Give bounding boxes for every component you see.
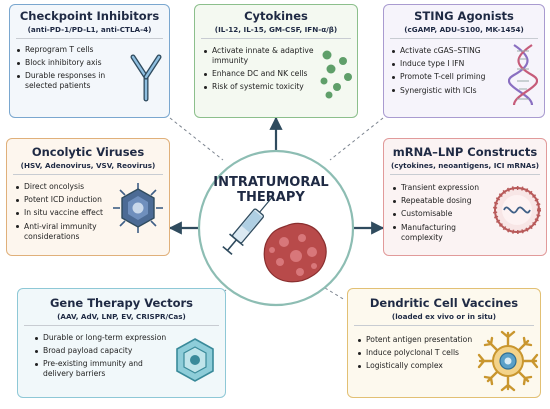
card-subtitle: (cGAMP, ADU-S100, MK-1454) xyxy=(404,25,524,34)
card-gene-therapy-vectors: Gene Therapy Vectors (AAV, AdV, LNP, EV,… xyxy=(17,288,226,398)
list-item: Risk of systemic toxicity xyxy=(204,82,316,92)
dendritic-cell-icon xyxy=(477,330,539,392)
lipid-nanoparticle-icon xyxy=(493,186,541,234)
list-item: Direct oncolysis xyxy=(16,182,114,192)
card-items: Potent antigen presentation Induce polyc… xyxy=(358,335,478,375)
list-item: Broad payload capacity xyxy=(35,346,171,356)
card-title: mRNA–LNP Constructs xyxy=(392,145,538,159)
card-subtitle: (IL-12, IL-15, GM-CSF, IFN-α/β) xyxy=(214,25,338,34)
list-item: Pre-existing immunity and delivery barri… xyxy=(35,359,171,379)
connector-checkpoint xyxy=(169,117,224,161)
card-title: Cytokines xyxy=(244,9,308,23)
list-item: Durable responses in selected patients xyxy=(17,71,123,91)
syringe-icon xyxy=(222,194,275,255)
list-item: Synergistic with ICIs xyxy=(392,86,502,96)
card-title: Oncolytic Viruses xyxy=(31,145,145,159)
list-item: Promote T-cell priming xyxy=(392,72,502,82)
list-item: Repeatable dosing xyxy=(393,196,493,206)
card-subtitle: (anti-PD-1/PD-L1, anti-CTLA-4) xyxy=(27,25,152,34)
list-item: Transient expression xyxy=(393,183,493,193)
card-subtitle: (HSV, Adenovirus, VSV, Reovirus) xyxy=(20,161,156,170)
center-title-line1: INTRATUMORAL xyxy=(213,175,329,190)
list-item: Customisable xyxy=(393,209,493,219)
card-dendritic-cell-vaccines: Dendritic Cell Vaccines (loaded ex vivo … xyxy=(347,288,541,398)
card-items: Transient expression Repeatable dosing C… xyxy=(393,183,493,246)
list-item: Potent ICD induction xyxy=(16,195,114,205)
card-items: Durable or long-term expression Broad pa… xyxy=(35,333,171,383)
card-mrna-lnp-constructs: mRNA–LNP Constructs (cytokines, neoantig… xyxy=(383,138,547,256)
tumor-icon xyxy=(263,222,327,283)
card-subtitle: (cytokines, neoantigens, ICI mRNAs) xyxy=(390,161,540,170)
list-item: Potent antigen presentation xyxy=(358,335,478,345)
card-oncolytic-viruses: Oncolytic Viruses (HSV, Adenovirus, VSV,… xyxy=(6,138,170,256)
card-items: Direct oncolysis Potent ICD induction In… xyxy=(16,182,114,245)
card-subtitle: (loaded ex vivo or in situ) xyxy=(391,312,497,321)
card-checkpoint-inhibitors: Checkpoint Inhibitors (anti-PD-1/PD-L1, … xyxy=(9,4,170,118)
list-item: Block inhibitory axis xyxy=(17,58,123,68)
list-item: In situ vaccine effect xyxy=(16,208,114,218)
card-title: Dendritic Cell Vaccines xyxy=(369,296,519,310)
cytokine-dots-icon xyxy=(320,50,352,99)
list-item: Anti-viral immunity considerations xyxy=(16,222,114,242)
card-items: Activate innate & adaptive immunity Enha… xyxy=(204,46,316,96)
card-title: Checkpoint Inhibitors xyxy=(19,9,160,23)
list-item: Activate innate & adaptive immunity xyxy=(204,46,316,66)
card-sting-agonists: STING Agonists (cGAMP, ADU-S100, MK-1454… xyxy=(383,4,545,118)
list-item: Manufacturing complexity xyxy=(393,223,493,243)
antibody-icon xyxy=(130,54,162,102)
center-title: INTRATUMORAL THERAPY xyxy=(205,175,337,205)
card-cytokines: Cytokines (IL-12, IL-15, GM-CSF, IFN-α/β… xyxy=(194,4,358,118)
list-item: Durable or long-term expression xyxy=(35,333,171,343)
vector-capsid-icon xyxy=(176,338,214,382)
card-subtitle: (AAV, AdV, LNP, EV, CRISPR/Cas) xyxy=(57,312,186,321)
connector-dendritic xyxy=(324,287,346,301)
list-item: Activate cGAS–STING xyxy=(392,46,502,56)
center-title-line2: THERAPY xyxy=(237,189,305,205)
list-item: Reprogram T cells xyxy=(17,45,123,55)
dna-helix-icon xyxy=(508,44,538,106)
list-item: Enhance DC and NK cells xyxy=(204,69,316,79)
card-title: STING Agonists xyxy=(414,9,514,23)
list-item: Induce polyclonal T cells xyxy=(358,348,478,358)
list-item: Logistically complex xyxy=(358,361,478,371)
virus-icon xyxy=(113,183,163,233)
card-items: Activate cGAS–STING Induce type I IFN Pr… xyxy=(392,46,502,99)
connector-sting xyxy=(329,117,384,161)
card-title: Gene Therapy Vectors xyxy=(49,296,194,310)
list-item: Induce type I IFN xyxy=(392,59,502,69)
card-items: Reprogram T cells Block inhibitory axis … xyxy=(17,45,123,95)
